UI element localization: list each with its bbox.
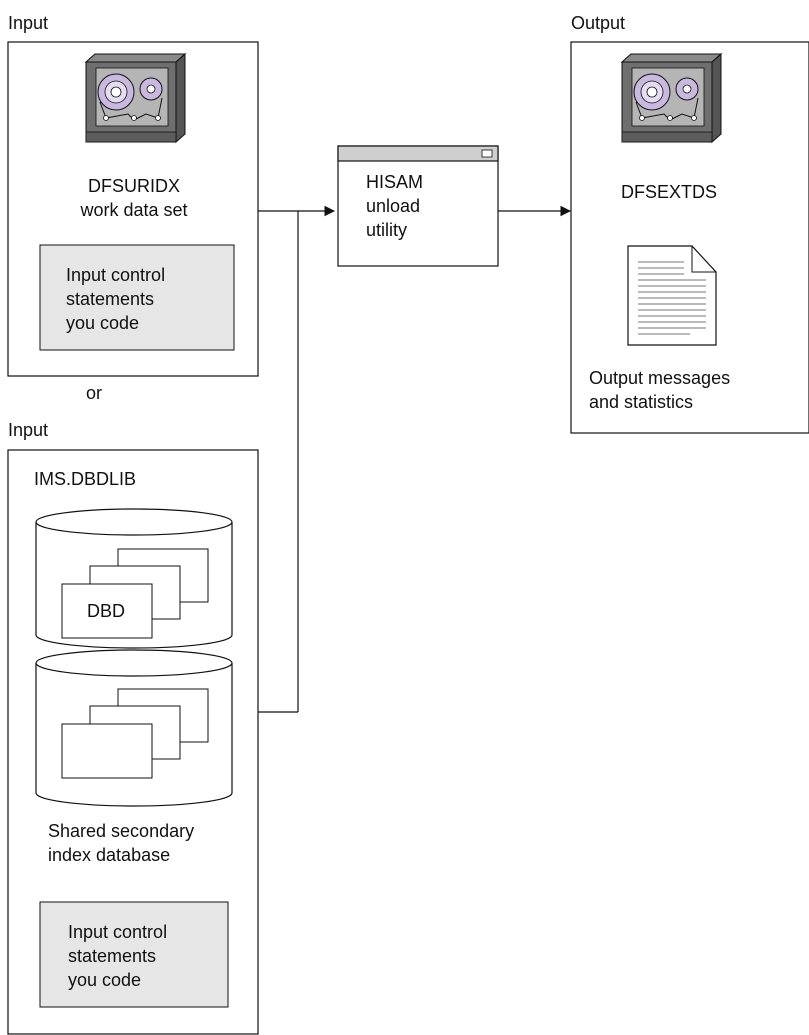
- tape-label-line2: work data set: [79, 200, 187, 220]
- input-panel-2-heading: Input: [8, 420, 48, 440]
- db-label-line1: Shared secondary: [48, 821, 194, 841]
- shared-index-cylinder-icon: [35, 649, 233, 807]
- dbd-label: DBD: [87, 601, 125, 621]
- output-messages-line2: and statistics: [589, 392, 693, 412]
- library-label: IMS.DBDLIB: [34, 469, 136, 489]
- control-line-1: Input control: [66, 265, 165, 285]
- tape-icon: [85, 53, 186, 143]
- tape-label-line1: DFSURIDX: [88, 176, 180, 196]
- output-panel-heading: Output: [571, 13, 625, 33]
- output-messages-line1: Output messages: [589, 368, 730, 388]
- hisam-utility-window: [337, 145, 499, 267]
- control-line-3: you code: [66, 313, 139, 333]
- input-panel-1-heading: Input: [8, 13, 48, 33]
- control2-line-1: Input control: [68, 922, 167, 942]
- utility-line-3: utility: [366, 220, 407, 240]
- db-label-line2: index database: [48, 845, 170, 865]
- window-button-icon: [481, 149, 493, 158]
- control-line-2: statements: [66, 289, 154, 309]
- control-statements-box-1: [39, 244, 235, 351]
- dbdlib-cylinder-icon: [35, 508, 233, 649]
- control2-line-3: you code: [68, 970, 141, 990]
- control-statements-box-2: [39, 901, 229, 1008]
- utility-line-2: unload: [366, 196, 420, 216]
- document-icon: [627, 245, 717, 346]
- output-tape-icon: [621, 53, 722, 143]
- utility-line-1: HISAM: [366, 172, 423, 192]
- or-label: or: [86, 383, 102, 403]
- output-tape-label: DFSEXTDS: [621, 182, 717, 202]
- control2-line-2: statements: [68, 946, 156, 966]
- connector-lines: [258, 205, 572, 713]
